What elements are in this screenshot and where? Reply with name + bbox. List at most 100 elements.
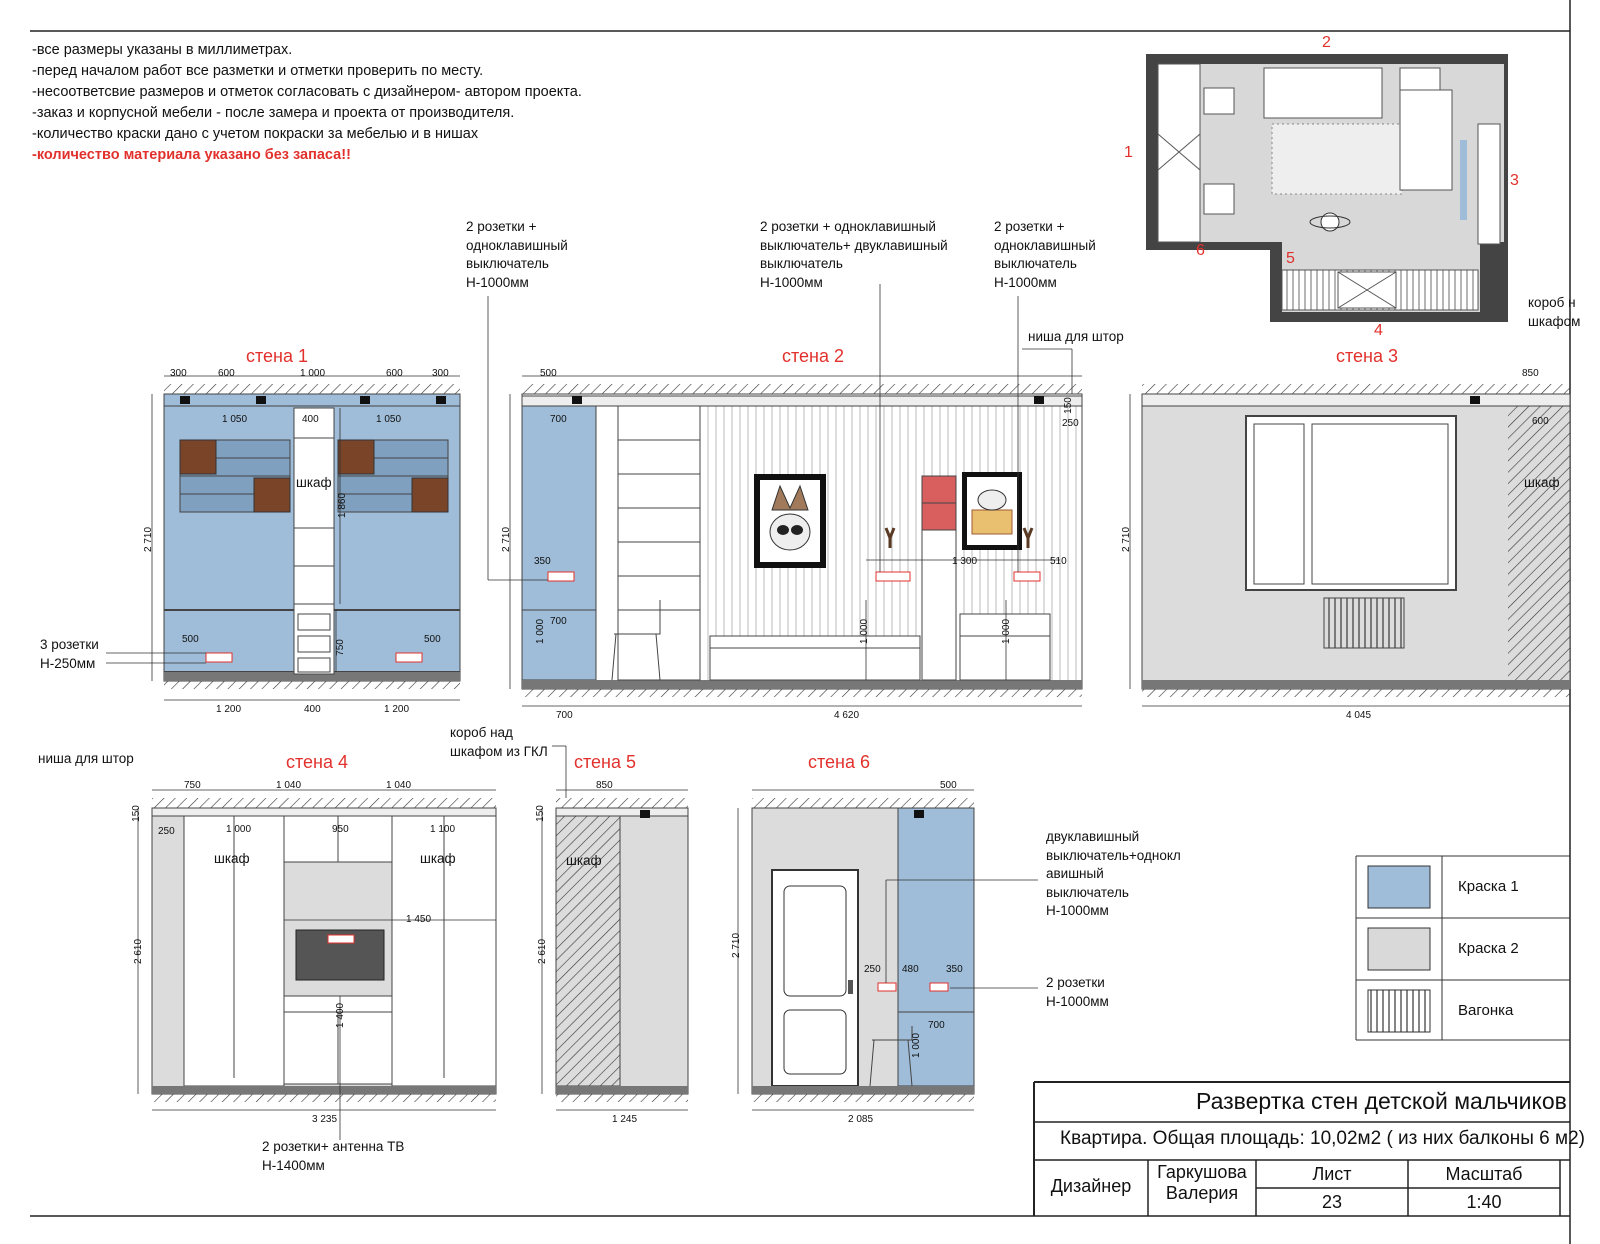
plan-label: 3 xyxy=(1510,172,1519,189)
wall-title: стена 6 xyxy=(808,752,871,772)
dimension-label: 1 000 xyxy=(911,1032,923,1059)
sheet-label: Лист xyxy=(1312,1164,1352,1184)
electrical-annotation: 2 розетки + одноклавишный выключатель Н-… xyxy=(466,219,568,290)
wardrobe-label: шкаф xyxy=(420,851,456,866)
sheet-subtitle: Квартира. Общая площадь: 10,02м2 ( из ни… xyxy=(1060,1128,1585,1149)
dimension-label: 950 xyxy=(332,824,349,835)
note-line: -несоответсвие размеров и отметок соглас… xyxy=(32,84,582,100)
electrical-annotation: 2 розетки + одноклавишный выключатель+ д… xyxy=(760,219,948,290)
curtain-niche-label: ниша для штор xyxy=(1028,329,1124,344)
dimension-label: 700 xyxy=(550,414,567,425)
electrical-annotation: 2 розетки + одноклавишный выключатель Н-… xyxy=(994,219,1096,290)
wardrobe-label: шкаф xyxy=(214,851,250,866)
electrical-annotation: 2 розетки+ антенна ТВ Н-1400мм xyxy=(262,1139,405,1173)
scale-value: 1:40 xyxy=(1466,1192,1502,1212)
box-annotation: короб н шкафом xyxy=(1528,295,1581,329)
dimension-label: 1 000 xyxy=(535,618,547,645)
plan-label: 4 xyxy=(1374,322,1383,339)
dimension-label: 1 200 xyxy=(384,704,410,715)
note-line: -перед началом работ все разметки и отме… xyxy=(32,63,484,79)
wall-2-drawing xyxy=(487,284,1083,707)
dimension-label: 510 xyxy=(1050,556,1067,567)
dimension-label: 400 xyxy=(304,704,321,715)
note-line: -количество краски дано с учетом покраск… xyxy=(32,126,479,142)
wardrobe-label: шкаф xyxy=(1524,475,1560,490)
dimension-label: 1 050 xyxy=(376,414,402,425)
dimension-label: 1 000 xyxy=(1001,618,1013,645)
note-line: -все размеры указаны в миллиметрах. xyxy=(32,42,293,58)
wall-3-drawing xyxy=(1129,384,1571,707)
wardrobe-label: шкаф xyxy=(296,475,332,490)
plan-label: 1 xyxy=(1124,144,1133,161)
dimension-label: 1 040 xyxy=(386,780,412,791)
wall-5-drawing xyxy=(541,745,689,1111)
wall-title: стена 2 xyxy=(782,346,845,366)
wall-title: стена 3 xyxy=(1336,346,1399,366)
dimension-label: 1 300 xyxy=(952,556,978,567)
dimension-label: 480 xyxy=(902,964,919,975)
dimension-label: 2 710 xyxy=(501,526,513,553)
dimension-label: 4 045 xyxy=(1346,710,1372,721)
designer-role: Дизайнер xyxy=(1050,1176,1132,1196)
dimension-label: 700 xyxy=(556,710,573,721)
wall-title: стена 5 xyxy=(574,752,637,772)
plan-label: 5 xyxy=(1286,250,1295,267)
dimension-label: 3 235 xyxy=(312,1114,338,1125)
dimension-label: 850 xyxy=(596,780,613,791)
dimension-label: 300 xyxy=(432,368,449,379)
box-annotation: короб над шкафом из ГКЛ xyxy=(450,725,548,759)
dimension-label: 2 710 xyxy=(1121,526,1133,553)
dimension-label: 500 xyxy=(424,634,441,645)
dimension-label: 1 000 xyxy=(859,618,871,645)
dimension-label: 700 xyxy=(928,1020,945,1031)
dimension-label: 1 040 xyxy=(276,780,302,791)
dimension-label: 500 xyxy=(540,368,557,379)
dimension-label: 600 xyxy=(218,368,235,379)
dimension-label: 750 xyxy=(334,639,346,656)
dimension-label: 2 610 xyxy=(537,938,549,965)
dimension-label: 500 xyxy=(940,780,957,791)
dimension-label: 600 xyxy=(1532,416,1549,427)
dimension-label: 4 620 xyxy=(834,710,860,721)
dimension-label: 850 xyxy=(1522,368,1539,379)
dimension-label: 1 450 xyxy=(406,914,432,925)
dimension-label: 2 085 xyxy=(848,1114,874,1125)
dimension-label: 350 xyxy=(534,556,551,567)
designer-name: Гаркушова Валерия xyxy=(1157,1162,1247,1203)
dimension-label: 1 050 xyxy=(222,414,248,425)
dimension-label: 250 xyxy=(864,964,881,975)
scale-label: Масштаб xyxy=(1445,1164,1523,1184)
general-notes: -все размеры указаны в миллиметрах. -пер… xyxy=(32,40,582,166)
sheet-title: Развертка стен детской мальчиков xyxy=(1196,1088,1567,1114)
dimension-label: 400 xyxy=(302,414,319,425)
wardrobe-label: шкаф xyxy=(566,853,602,868)
dimension-label: 350 xyxy=(946,964,963,975)
wall-4-drawing xyxy=(137,789,497,1140)
title-block-grid xyxy=(1033,1081,1570,1216)
wall-title: стена 1 xyxy=(246,346,309,366)
dimension-label: 250 xyxy=(1062,418,1079,429)
electrical-annotation: 2 розетки Н-1000мм xyxy=(1046,975,1109,1009)
dimension-label: 1 400 xyxy=(335,1002,347,1029)
wall-6-drawing xyxy=(737,789,1038,1111)
wall-title: стена 4 xyxy=(286,752,349,772)
dimension-label: 2 610 xyxy=(133,938,145,965)
curtain-niche-label: ниша для штор xyxy=(38,751,134,766)
electrical-annotation: 3 розетки Н-250мм xyxy=(40,637,99,671)
floor-plan xyxy=(1146,54,1508,322)
dimension-label: 1 860 xyxy=(337,492,349,519)
dimension-label: 300 xyxy=(170,368,187,379)
legend-label: Вагонка xyxy=(1458,1002,1514,1019)
wall-1-drawing xyxy=(106,375,461,701)
electrical-annotation: двуклавишный выключатель+однокл авишный … xyxy=(1046,829,1181,918)
legend-grid xyxy=(1355,855,1570,1041)
dimension-label: 150 xyxy=(130,805,142,822)
dimension-label: 2 710 xyxy=(143,526,155,553)
plan-label: 6 xyxy=(1196,242,1205,259)
dimension-label: 1 245 xyxy=(612,1114,638,1125)
legend-label: Краска 2 xyxy=(1458,940,1519,957)
dimension-label: 1 100 xyxy=(430,824,456,835)
sheet-number: 23 xyxy=(1321,1192,1343,1212)
dimension-label: 750 xyxy=(184,780,201,791)
